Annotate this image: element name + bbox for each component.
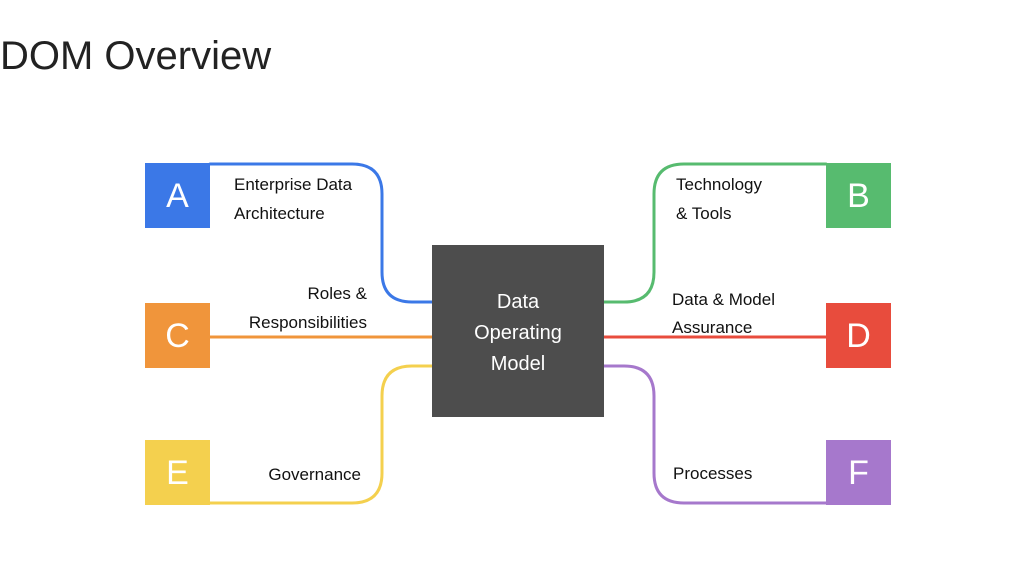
node-b-letter: B [847,177,870,215]
node-d-letter: D [846,317,871,355]
node-f-box [826,440,891,505]
node-a-label-line-2: Architecture [234,204,325,223]
node-c-label-line-1: Roles & [307,284,367,303]
connector-e [208,364,434,505]
center-label-line-3: Model [491,353,545,375]
node-c-letter: C [165,317,190,355]
node-f-label: Processes [673,464,752,483]
node-c-box [145,303,210,368]
connector-a [208,162,434,304]
page-title: DOM Overview [0,34,272,78]
node-a-letter: A [166,177,189,215]
center-label-line-1: Data [497,291,540,313]
node-b-label-line-2: & Tools [676,204,731,223]
node-e: E [145,440,210,505]
node-b-box [826,163,891,228]
node-e-letter: E [166,454,189,492]
node-d-label-line-1: Data & Model [672,290,775,309]
center-label-line-2: Operating [474,322,562,344]
node-e-label: Governance [268,465,361,484]
node-c-label-line-2: Responsibilities [249,313,367,332]
node-d-label-line-2: Assurance [672,318,752,337]
node-a-label-line-1: Enterprise Data [234,175,353,194]
node-a: A [145,163,210,228]
center-box [432,245,604,417]
node-b-label-line-1: Technology [676,175,763,194]
connector-b [602,162,828,304]
node-f-letter: F [848,454,869,492]
node-a-box [145,163,210,228]
center-node: Data Operating Model [432,245,604,417]
node-d: D [826,303,891,368]
connector-f [602,364,828,505]
node-f: F [826,440,891,505]
node-c: C [145,303,210,368]
node-e-box [145,440,210,505]
node-b: B [826,163,891,228]
node-d-box [826,303,891,368]
